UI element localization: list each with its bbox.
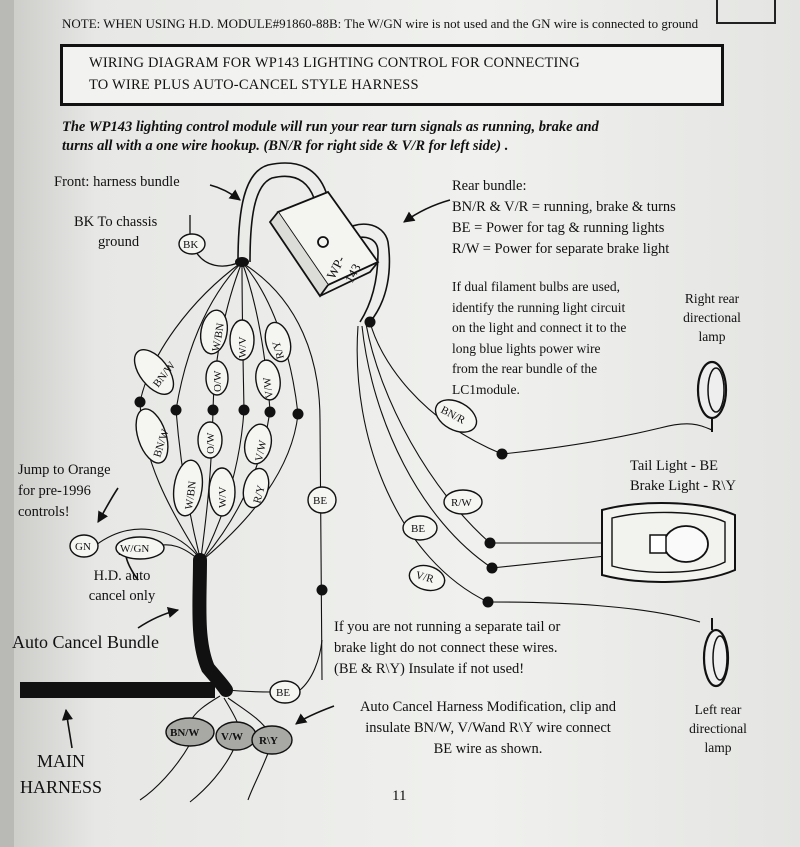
mod-line-3: BE wire as shown. — [433, 741, 543, 757]
tag-be-right: BE — [411, 523, 425, 535]
label-front-bundle: Front: harness bundle — [54, 174, 180, 190]
tail-light-housing — [601, 502, 736, 583]
label-dual-filament: If dual filament bulbs are used, identif… — [452, 277, 626, 400]
rear-wire-bundle — [356, 321, 713, 623]
corner-tab — [716, 0, 776, 24]
header-note: NOTE: WHEN USING H.D. MODULE#91860-88B: … — [62, 16, 699, 31]
tag-upper-w-v: W/V — [237, 337, 249, 358]
label-harness-mod: Auto Cancel Harness Modification, clip a… — [338, 697, 638, 760]
rear-bundle-line-3: BE = Power for tag & running lights — [452, 220, 665, 236]
right-lamp-line-1: Right rear — [684, 291, 740, 306]
dual-line-3: on the light and connect it to the — [452, 320, 627, 335]
mod-line-1: Auto Cancel Harness Modification, clip a… — [359, 699, 617, 715]
tag-lower-w-v: W/V — [217, 487, 229, 508]
label-bk-line-2: ground — [98, 234, 140, 250]
tail-line-1: Tail Light - BE — [630, 458, 718, 474]
label-bk-line-1: BK To chassis — [74, 214, 158, 230]
tag-lower-o-w: O/W — [205, 432, 217, 454]
title-box: WIRING DIAGRAM FOR WP143 LIGHTING CONTRO… — [60, 44, 724, 106]
left-rear-lamp — [702, 618, 730, 688]
tag-clipped-bn-w: BN/W — [170, 727, 199, 739]
tag-be-left: BE — [313, 495, 327, 507]
tag-bk: BK — [183, 239, 198, 251]
tag-clipped-r-y: R\Y — [259, 735, 278, 747]
mod-line-2: insulate BN/W, V/Wand R\Y wire connect — [365, 720, 611, 736]
hd-line-1: H.D. auto — [93, 568, 151, 584]
jump-line-3: controls! — [18, 504, 70, 520]
dual-line-2: identify the running light circuit — [452, 299, 626, 315]
tag-upper-o-w: O/W — [212, 370, 224, 392]
tag-clipped-v-w: V/W — [221, 731, 243, 743]
main-harness-line-2: HARNESS — [19, 777, 103, 797]
label-main-harness: MAIN HARNESS — [12, 748, 110, 800]
wp143-module — [268, 190, 380, 298]
label-auto-cancel-bundle: Auto Cancel Bundle — [12, 632, 159, 652]
label-jump-orange: Jump to Orange for pre-1996 controls! — [18, 460, 111, 523]
wire-tag-shapes — [69, 233, 483, 704]
rear-bundle-line-1: Rear bundle: — [452, 178, 527, 194]
title-line-1: WIRING DIAGRAM FOR WP143 LIGHTING CONTRO… — [89, 55, 580, 71]
dual-line-6: LC1module. — [452, 381, 520, 397]
main-harness-line-1: MAIN — [37, 751, 85, 771]
front-harness-loop — [237, 162, 391, 323]
label-left-lamp: Left rear directional lamp — [678, 700, 758, 757]
right-lamp-line-3: lamp — [698, 329, 726, 344]
title-line-2: TO WIRE PLUS AUTO-CANCEL STYLE HARNESS — [89, 77, 419, 93]
left-lamp-line-3: lamp — [704, 740, 732, 755]
rear-bundle-line-2: BN/R & V/R = running, brake & turns — [452, 199, 676, 215]
label-rear-bundle: Rear bundle: BN/R & V/R = running, brake… — [452, 176, 676, 260]
intro-line-1: The WP143 lighting control module will r… — [62, 119, 599, 135]
callout-arrows — [61, 184, 451, 749]
label-hd-auto: H.D. auto cancel only — [80, 566, 164, 606]
right-lamp-line-2: directional — [683, 310, 741, 325]
bottom-wires — [139, 639, 323, 803]
splice-dots — [134, 257, 508, 608]
not-running-line-3: (BE & R\Y) Insulate if not used! — [334, 661, 525, 677]
label-not-running: If you are not running a separate tail o… — [334, 617, 560, 680]
auto-cancel-bundle-cable — [192, 553, 233, 697]
tag-r-w: R/W — [451, 497, 472, 509]
tail-line-2: Brake Light - R\Y — [630, 478, 736, 494]
tag-upper-w-bn: W/BN — [210, 322, 227, 352]
label-bk-chassis: BK To chassis ground — [74, 212, 157, 252]
tag-v-r: V/R — [414, 569, 435, 586]
tag-lower-v-w: V/W — [253, 439, 269, 463]
right-rear-lamp — [696, 360, 728, 432]
page-number: 11 — [392, 788, 407, 804]
page-binding-shadow — [0, 0, 14, 847]
tag-be-bottom: BE — [276, 687, 290, 699]
hd-line-2: cancel only — [88, 588, 156, 604]
tag-gn: GN — [75, 541, 91, 553]
label-right-lamp: Right rear directional lamp — [676, 289, 748, 346]
dual-line-5: from the rear bundle of the — [452, 361, 598, 376]
front-wire-fan — [139, 261, 323, 681]
left-lamp-line-1: Left rear — [694, 702, 742, 717]
dual-line-1: If dual filament bulbs are used, — [452, 279, 620, 294]
intro-line-2: turns all with a one wire hookup. (BN/R … — [62, 138, 509, 154]
label-tail-light: Tail Light - BE Brake Light - R\Y — [630, 456, 736, 496]
tag-lower-w-bn: W/BN — [183, 480, 199, 510]
intro-text: The WP143 lighting control module will r… — [62, 118, 599, 156]
clipped-tag-shapes — [165, 717, 293, 755]
tag-w-gn: W/GN — [120, 543, 149, 555]
not-running-line-2: brake light do not connect these wires. — [334, 640, 558, 656]
tag-upper-r-y: R/Y — [271, 339, 287, 360]
dual-line-4: long blue lights power wire — [452, 340, 601, 356]
tag-upper-v-w: V/W — [261, 376, 276, 399]
rear-bundle-line-4: R/W = Power for separate brake light — [452, 241, 670, 257]
tag-lower-r-y: R/Y — [251, 484, 267, 505]
not-running-line-1: If you are not running a separate tail o… — [334, 619, 561, 635]
jump-line-1: Jump to Orange — [18, 462, 111, 478]
jump-line-2: for pre-1996 — [18, 483, 91, 499]
left-lamp-line-2: directional — [689, 721, 747, 736]
